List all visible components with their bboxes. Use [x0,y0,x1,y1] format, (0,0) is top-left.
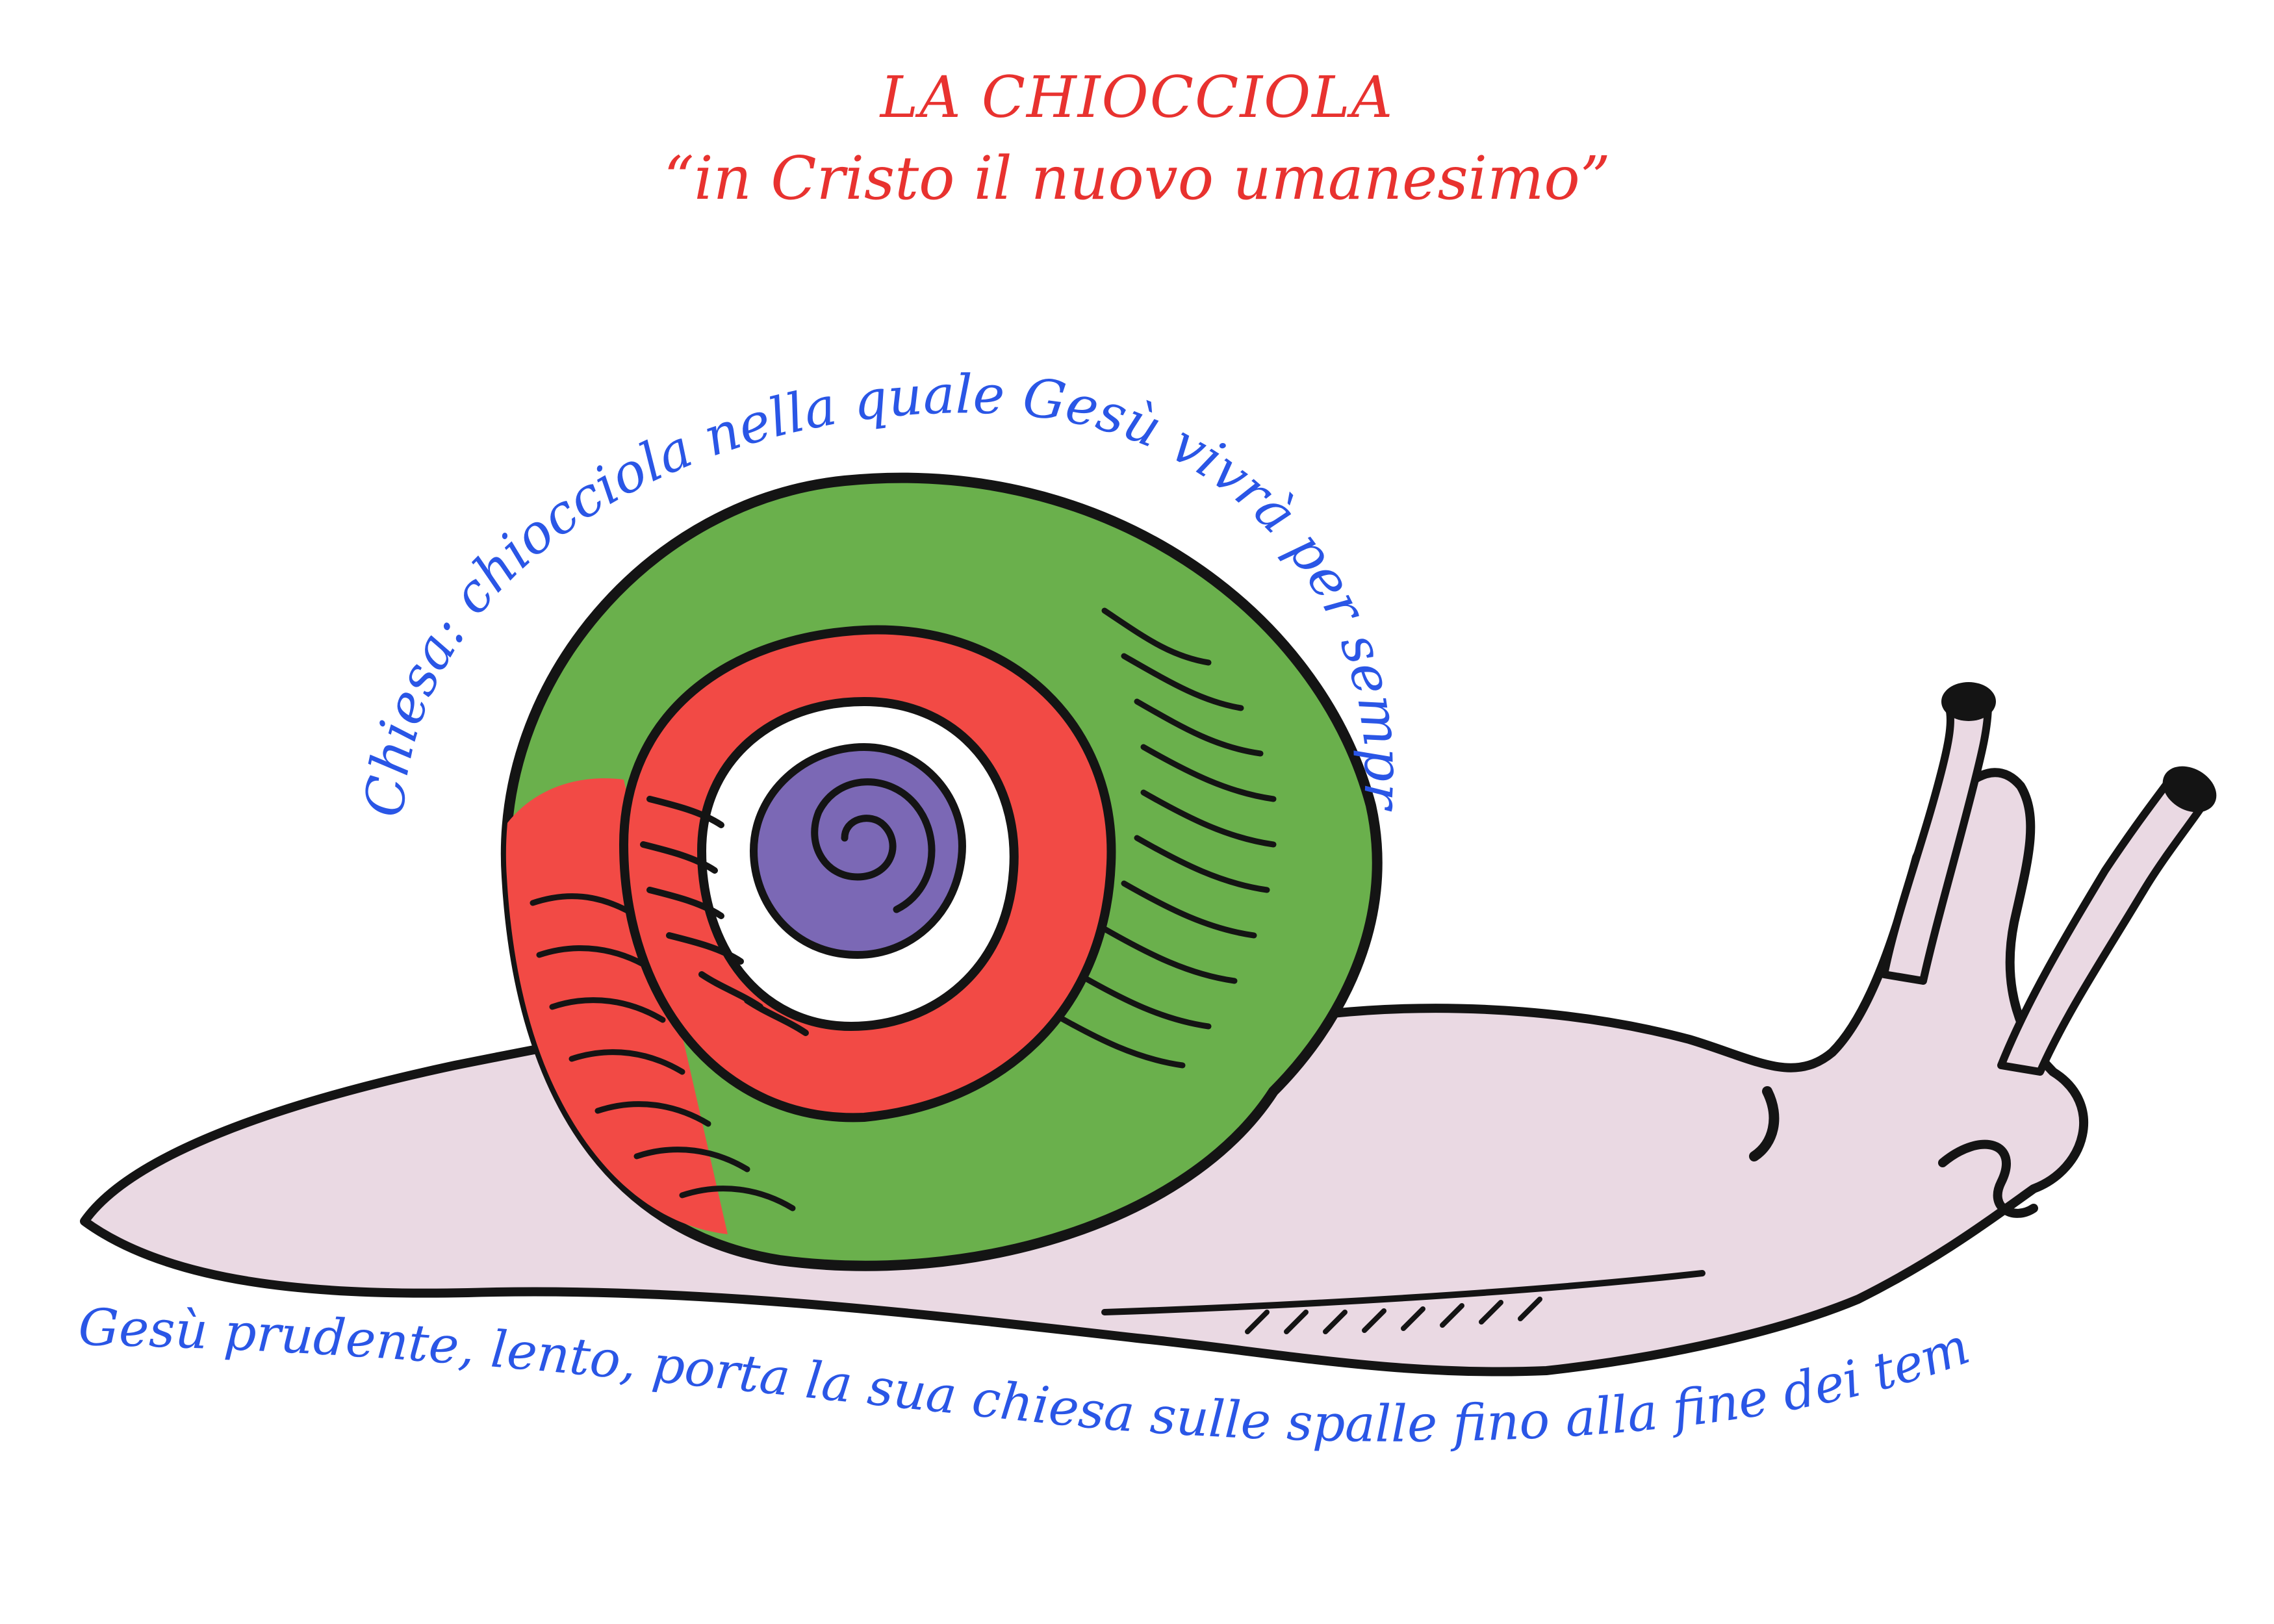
snail-mouth [1938,1139,2038,1218]
snail-eye-right [2162,766,2217,813]
title-block: LA CHIOCCIOLA “in Cristo il nuovo umanes… [0,58,2274,221]
snail-foot-ridges [1245,1297,1542,1334]
snail-head-mark [1749,1086,1780,1161]
page-title: LA CHIOCCIOLA [880,64,1394,131]
snail-shell [500,472,1383,1271]
snail-underside-line [1101,1270,1706,1315]
page-subtitle: “in Cristo il nuovo umanesimo” [663,144,1611,213]
snail-eye-left [1941,682,1996,721]
